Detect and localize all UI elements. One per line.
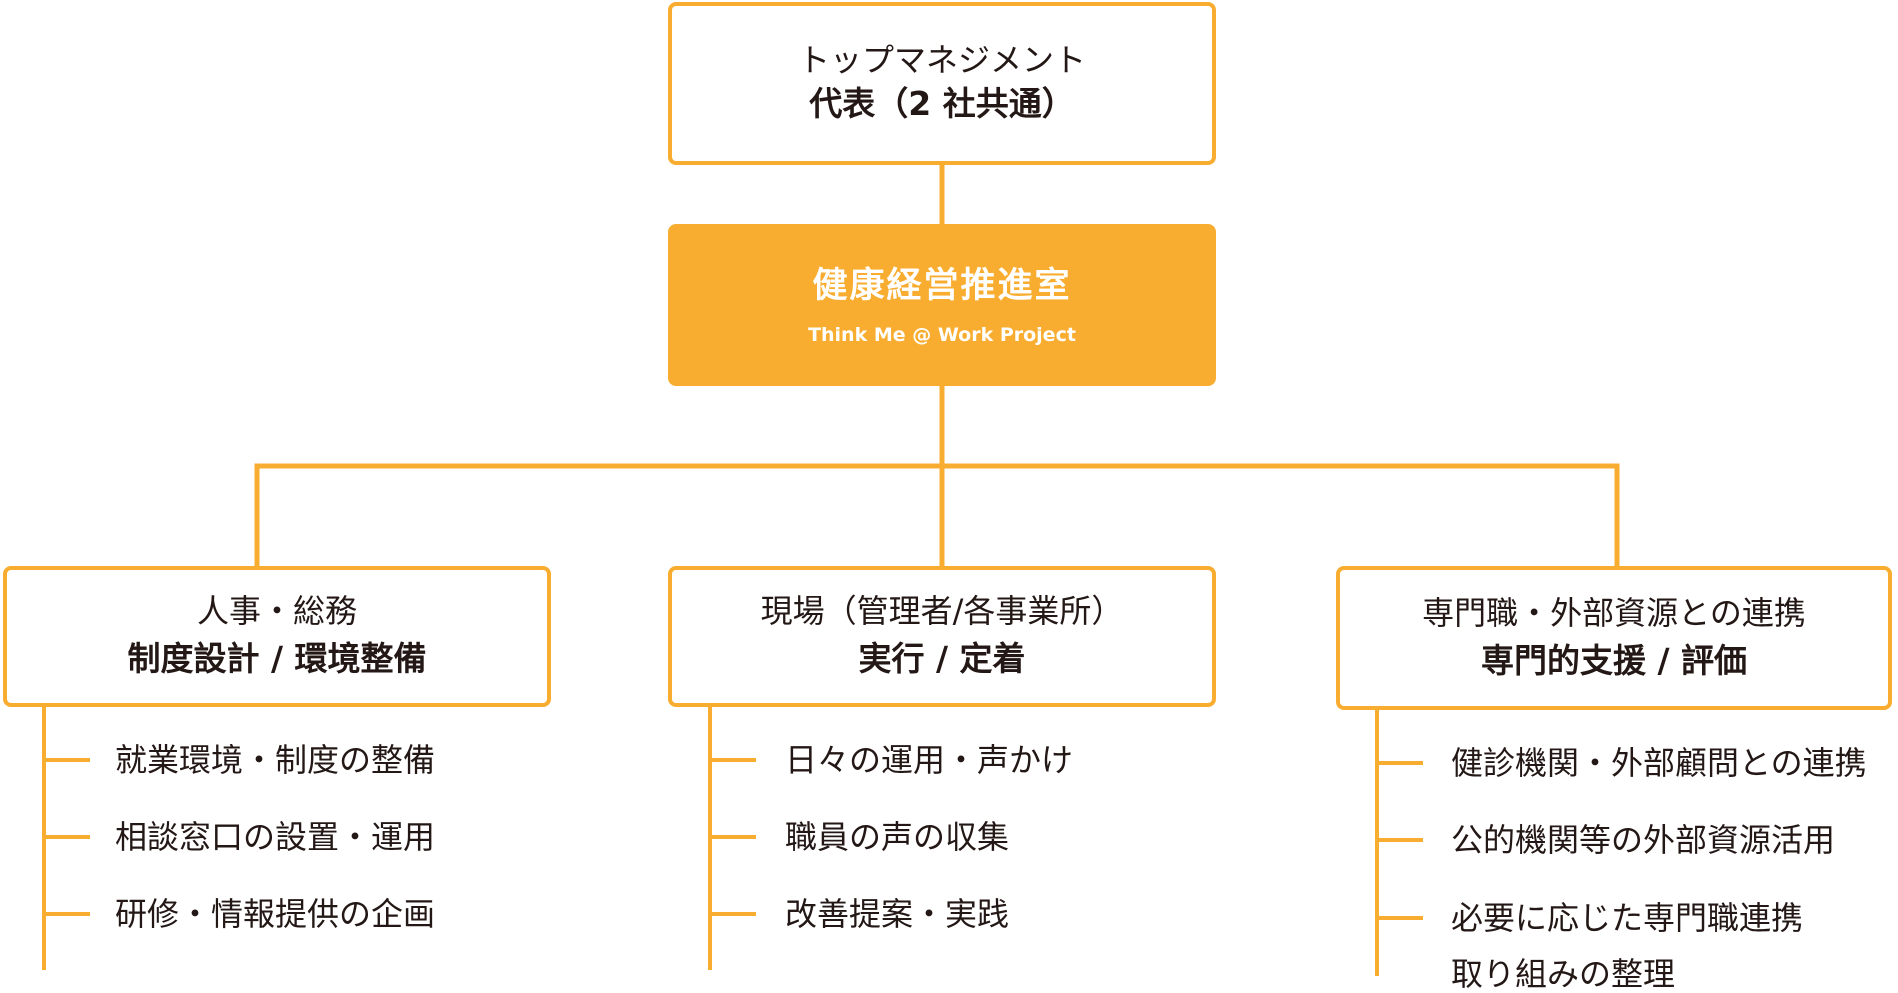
department-box-field: 現場（管理者/各事業所） 実行 / 定着 (668, 566, 1216, 707)
item-text: 取り組みの整理 (1451, 955, 1676, 993)
item-text: 健診機関・外部顧問との連携 (1451, 744, 1867, 782)
hr-item: 相談窓口の設置・運用 (115, 818, 435, 856)
field-item: 職員の声の収集 (785, 818, 1009, 856)
item-text: 相談窓口の設置・運用 (115, 818, 436, 856)
item-text: 必要に応じた専門職連携 (1451, 899, 1804, 937)
item-text: 改善提案・実践 (785, 895, 1010, 933)
item-text: 公的機関等の外部資源活用 (1451, 821, 1836, 859)
ext-item: 健診機関・外部顧問との連携 (1451, 744, 1867, 782)
department-name: 専門職・外部資源との連携 (1422, 593, 1806, 632)
hr-item: 研修・情報提供の企画 (115, 895, 435, 933)
department-role: 実行 / 定着 (858, 639, 1026, 679)
item-text: 職員の声の収集 (785, 818, 1010, 856)
health-management-office-name: 健康経営推進室 (812, 266, 1072, 307)
department-box-external: 専門職・外部資源との連携 専門的支援 / 評価 (1336, 566, 1892, 710)
top-management-label: トップマネジメント (797, 41, 1086, 80)
hr-item: 就業環境・制度の整備 (115, 741, 435, 779)
top-management-box: トップマネジメント 代表（2 社共通） (668, 2, 1216, 165)
item-text: 研修・情報提供の企画 (115, 895, 436, 933)
field-item: 日々の運用・声かけ (785, 741, 1073, 779)
department-role: 制度設計 / 環境整備 (127, 639, 427, 679)
department-name: 人事・総務 (196, 592, 357, 631)
field-item: 改善提案・実践 (785, 895, 1009, 933)
department-box-hr: 人事・総務 制度設計 / 環境整備 (3, 566, 551, 707)
ext-item: 必要に応じた専門職連携 取り組みの整理 (1451, 899, 1803, 993)
department-name: 現場（管理者/各事業所） (760, 592, 1124, 631)
item-text: 就業環境・制度の整備 (115, 741, 436, 779)
project-subtitle: Think Me @ Work Project (808, 323, 1076, 346)
department-role: 専門的支援 / 評価 (1480, 640, 1748, 680)
top-management-role: 代表（2 社共通） (809, 84, 1075, 124)
health-management-office-box: 健康経営推進室 Think Me @ Work Project (668, 224, 1216, 386)
ext-item: 公的機関等の外部資源活用 (1451, 821, 1835, 859)
item-text: 日々の運用・声かけ (785, 741, 1074, 779)
